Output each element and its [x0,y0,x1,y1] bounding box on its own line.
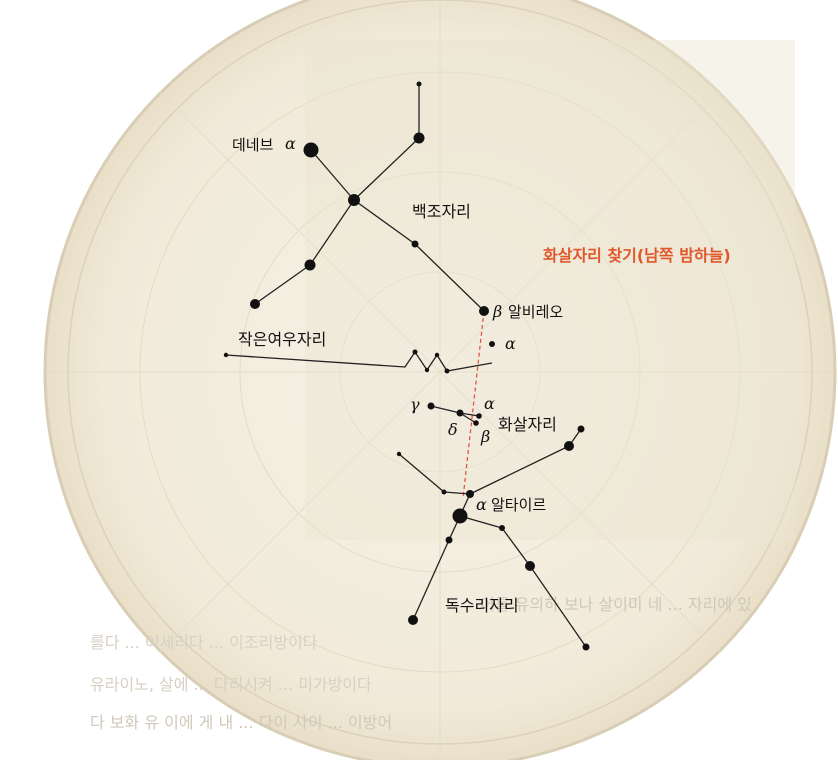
labels: 화살자리 찾기(남쪽 밤하늘) 백조자리 작은여우자리 화살자리 독수리자리 데… [232,134,731,615]
star [466,490,474,498]
aquila-line [469,445,570,495]
star [413,132,425,144]
greek-sagitta-delta: δ [448,420,458,439]
star [412,349,418,355]
star-albireo [479,306,489,316]
star [223,352,229,358]
star [416,81,422,87]
greek-sagitta-beta: β [480,427,490,446]
star [408,615,418,625]
label-deneb: 데네브 [232,136,274,154]
greek-sagitta-alpha: α [484,394,495,413]
constellation-cygnus [250,81,489,316]
background-text: · 어를 유의하 보나 살이미 네 ... 자리에 있 를다 ... 이세리다 … [90,595,752,732]
label-aquila: 독수리자리 [445,596,519,615]
star [434,352,440,358]
guide-line-albireo-altair [462,310,485,499]
star [441,489,447,495]
greek-vulpecula-alpha: α [505,334,516,353]
chart-title: 화살자리 찾기(남쪽 밤하늘) [543,246,731,265]
cygnus-line [414,243,485,312]
sagitta-line [430,405,461,414]
constellation-vulpecula [223,341,495,374]
star-deneb [303,142,319,158]
star-sagitta-delta [456,409,464,417]
star [525,561,535,571]
aquila-line [412,539,450,621]
bg-text-line: 를다 ... 이세리다 ... 이조리방이다 [90,633,318,652]
bg-text-line: 유라이노, 살에 ... 다리시켜 ... 미가방이다 [90,675,372,694]
star [444,368,450,374]
star-sagitta-alpha [476,413,482,419]
star [411,240,419,248]
star [396,451,402,457]
bg-text-line: 다 보화 유 이에 게 내 ... 다이 사이 ... 이방어 [90,713,392,732]
greek-deneb: α [285,134,296,153]
aquila-line [398,453,445,493]
greek-albireo: β [492,302,502,321]
label-vulpecula: 작은여우자리 [238,330,326,349]
star [250,299,260,309]
constellation-sagitta [427,402,482,426]
label-altair: 알타이르 [491,496,546,514]
star [348,194,360,206]
cygnus-line [353,199,416,245]
aquila-line [501,527,531,567]
greek-sagitta-gamma: γ [410,395,420,414]
cygnus-line [254,264,311,305]
star [577,425,585,433]
cygnus-line [353,137,420,201]
greek-altair: α [476,495,487,514]
label-albireo: 알비레오 [508,303,563,321]
label-cygnus: 백조자리 [412,202,471,221]
star-sagitta-beta [473,420,479,426]
sky-map-background [43,0,837,760]
star [582,643,590,651]
bg-text-line: · 어를 유의하 보나 살이미 네 ... 자리에 있 [470,595,752,614]
star [564,441,574,451]
star [499,525,505,531]
star [424,367,430,373]
cygnus-line [309,199,355,266]
aquila-line [529,565,587,648]
star-altair [452,508,468,524]
cygnus-line [310,149,355,201]
constellation-aquila [396,425,590,651]
star [304,259,316,271]
star-vulpecula-alpha [489,341,495,347]
star [445,536,453,544]
label-sagitta: 화살자리 [498,415,557,434]
star-sagitta-gamma [427,402,435,410]
aquila-line [443,491,471,495]
